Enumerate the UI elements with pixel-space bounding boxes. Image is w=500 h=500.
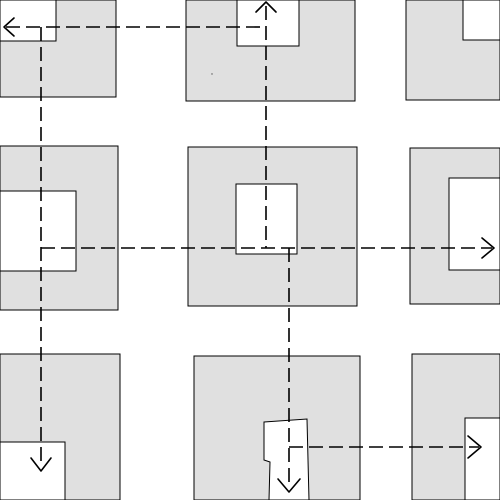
arrowhead-right-bottom — [467, 435, 482, 459]
tile-r2-c2 — [187, 146, 358, 307]
tile-r1-c3 — [405, 0, 500, 101]
tile-r3-c1 — [0, 353, 121, 500]
arrowhead-left — [3, 17, 15, 37]
arrowhead-up — [255, 1, 277, 13]
arrowhead-right-middle — [481, 237, 495, 259]
tile-r2-c1 — [0, 145, 119, 311]
arrowhead-down-center — [277, 478, 301, 493]
tile-r1-c2 — [185, 0, 356, 102]
tile-r3-c2 — [193, 355, 361, 500]
arrowhead-down-left — [30, 457, 52, 472]
speck-mark — [211, 73, 213, 75]
tile-r3-c3 — [411, 353, 500, 500]
tile-r1-c1 — [0, 0, 117, 98]
tile-r2-c3 — [409, 147, 500, 305]
